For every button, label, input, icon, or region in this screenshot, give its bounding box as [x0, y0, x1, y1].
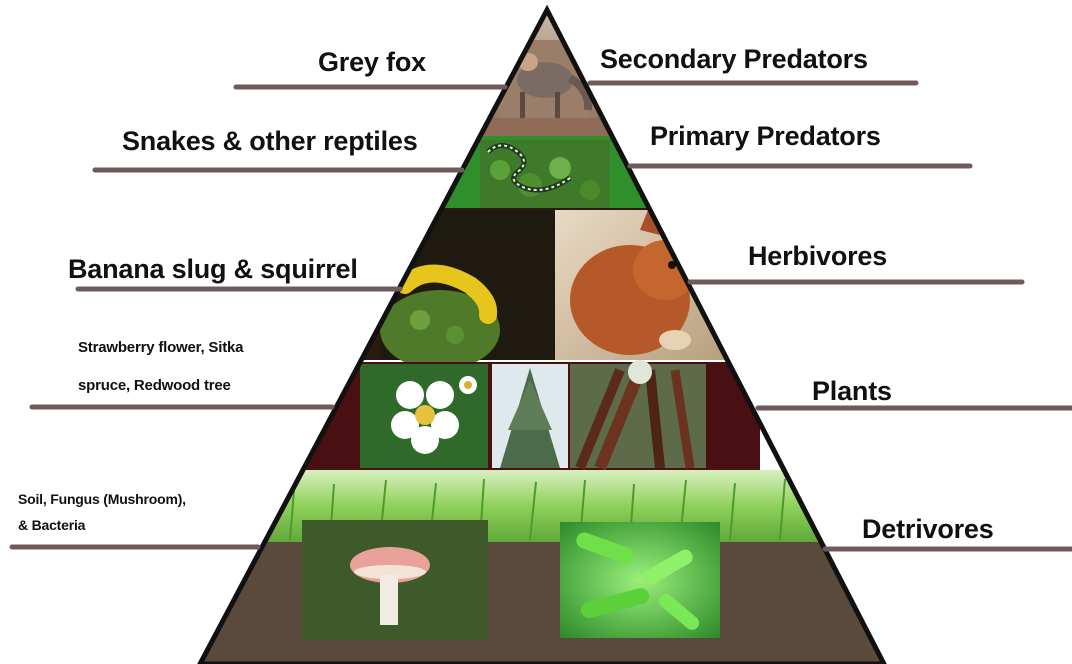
label-detrivores-line-1: Soil, Fungus (Mushroom),	[18, 488, 186, 510]
label-plants-line-2: spruce, Redwood tree	[78, 371, 231, 401]
label-secondary-predators: Secondary Predators	[600, 44, 868, 75]
pyramid-body	[180, 10, 900, 664]
strawberry-flower-photo	[360, 364, 488, 468]
spruce-photo	[492, 364, 568, 468]
label-herbivores: Herbivores	[748, 241, 887, 272]
label-snakes: Snakes & other reptiles	[122, 126, 418, 157]
bacteria-photo	[560, 522, 720, 638]
label-primary-predators: Primary Predators	[650, 121, 881, 152]
slug-photo	[380, 210, 555, 370]
label-detrivores: Detrivores	[862, 514, 994, 545]
label-detrivores-line-2: & Bacteria	[18, 514, 85, 536]
label-plants: Plants	[812, 376, 892, 407]
redwood-photo	[570, 360, 706, 468]
label-grey-fox: Grey fox	[318, 47, 426, 78]
mushroom-photo	[302, 520, 488, 640]
label-slug-squirrel: Banana slug & squirrel	[68, 254, 358, 285]
label-plants-line-1: Strawberry flower, Sitka	[78, 333, 243, 363]
